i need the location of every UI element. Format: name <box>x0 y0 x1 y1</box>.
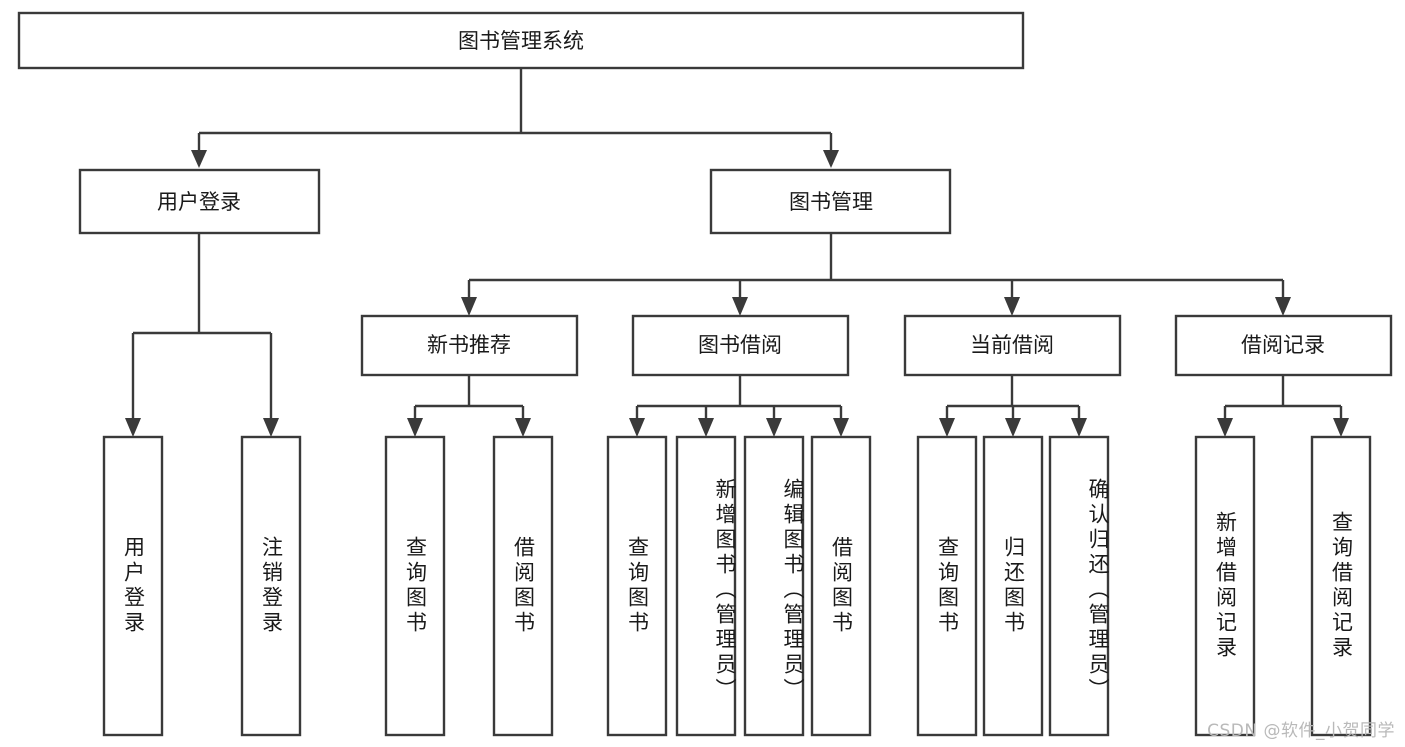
node-user-login-label: 用户登录 <box>157 190 241 214</box>
leaf-box-current-borrow-2[interactable] <box>1048 435 1110 737</box>
node-user-login[interactable]: 用户登录 <box>78 168 321 235</box>
connector-group-new-book <box>407 375 531 437</box>
leaf-box-new-book-1[interactable] <box>492 435 554 737</box>
node-book-borrow-label: 图书借阅 <box>698 333 782 357</box>
arrow-borrow-record-leaf-1 <box>1333 418 1349 437</box>
leaf-box-current-borrow-1[interactable] <box>982 435 1044 737</box>
arrow-book-mgmt-current <box>1004 297 1020 316</box>
csdn-watermark: CSDN @软件_小贺同学 <box>1207 721 1395 741</box>
arrow-book-mgmt-borrow <box>732 297 748 316</box>
leaf-box-user-login-1[interactable] <box>240 435 302 737</box>
leaf-box-borrow-record-0[interactable] <box>1194 435 1256 737</box>
connector-group-book-mgmt <box>461 233 1291 316</box>
node-user-login-box[interactable] <box>78 168 321 235</box>
node-root[interactable]: 图书管理系统 <box>17 11 1025 70</box>
leaf-box-book-borrow-2[interactable] <box>743 435 805 737</box>
node-book-borrow-box[interactable] <box>631 314 850 377</box>
arrow-new-book-leaf-0 <box>407 418 423 437</box>
arrow-book-borrow-leaf-2 <box>766 418 782 437</box>
connector-group-current-borrow <box>939 375 1087 437</box>
leaf-box-borrow-record-1[interactable] <box>1310 435 1372 737</box>
arrow-book-borrow-leaf-3 <box>833 418 849 437</box>
connector-group-book-borrow <box>629 375 849 437</box>
node-borrow-record-box[interactable] <box>1174 314 1393 377</box>
arrow-user-login-leaf-1 <box>263 418 279 437</box>
connector-group-user-login <box>125 233 279 437</box>
arrow-current-borrow-leaf-2 <box>1071 418 1087 437</box>
node-root-box[interactable] <box>17 11 1025 70</box>
node-book-management[interactable]: 图书管理 <box>709 168 952 235</box>
leaf-box-book-borrow-1[interactable] <box>675 435 737 737</box>
node-book-management-box[interactable] <box>709 168 952 235</box>
leaf-box-new-book-0[interactable] <box>384 435 446 737</box>
connector-group-borrow-record <box>1217 375 1349 437</box>
node-current-borrow-label: 当前借阅 <box>970 333 1054 357</box>
node-new-book-recommend-label: 新书推荐 <box>427 333 511 357</box>
arrow-book-borrow-leaf-0 <box>629 418 645 437</box>
node-borrow-record-label: 借阅记录 <box>1241 333 1325 357</box>
node-book-management-label: 图书管理 <box>789 190 873 214</box>
node-borrow-record[interactable]: 借阅记录 <box>1174 314 1393 377</box>
arrow-current-borrow-leaf-1 <box>1005 418 1021 437</box>
arrow-borrow-record-leaf-0 <box>1217 418 1233 437</box>
arrow-current-borrow-leaf-0 <box>939 418 955 437</box>
node-new-book-recommend[interactable]: 新书推荐 <box>360 314 579 377</box>
arrow-book-borrow-leaf-1 <box>698 418 714 437</box>
leaf-box-book-borrow-0[interactable] <box>606 435 668 737</box>
leaf-box-book-borrow-3[interactable] <box>810 435 872 737</box>
arrow-new-book-leaf-1 <box>515 418 531 437</box>
arrow-root-to-book-mgmt <box>823 150 839 168</box>
node-root-label: 图书管理系统 <box>458 29 584 53</box>
connector-group-root <box>191 68 839 168</box>
arrow-root-to-user-login <box>191 150 207 168</box>
node-new-book-recommend-box[interactable] <box>360 314 579 377</box>
node-current-borrow-box[interactable] <box>903 314 1122 377</box>
node-current-borrow[interactable]: 当前借阅 <box>903 314 1122 377</box>
node-book-borrow[interactable]: 图书借阅 <box>631 314 850 377</box>
arrow-book-mgmt-new-book <box>461 297 477 316</box>
arrow-user-login-leaf-0 <box>125 418 141 437</box>
arrow-book-mgmt-record <box>1275 297 1291 316</box>
leaf-box-current-borrow-0[interactable] <box>916 435 978 737</box>
leaf-box-user-login-0[interactable] <box>102 435 164 737</box>
